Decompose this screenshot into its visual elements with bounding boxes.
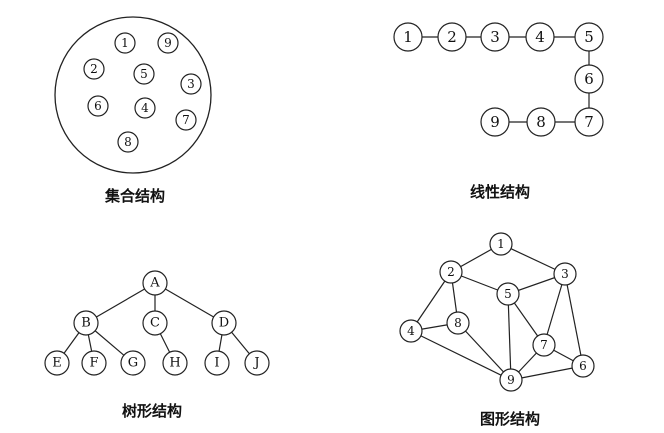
graph-edge-2-4 [410, 271, 452, 332]
set-node-6 [87, 95, 109, 117]
graph-node-label-5: 5 [504, 287, 512, 301]
tree-node-a [142, 270, 168, 296]
graph-node-label-9: 9 [507, 373, 515, 387]
graph-node-label-3: 3 [561, 267, 569, 281]
graph-node-8 [446, 311, 470, 335]
set-node-5 [133, 63, 155, 85]
graph-node-label-1: 1 [497, 237, 505, 251]
tree-structure-caption: 树形结构 [122, 402, 182, 420]
tree-node-h [162, 350, 188, 376]
linear-node-4 [525, 22, 555, 52]
graph-edge-6-9 [510, 365, 584, 381]
graph-node-2 [439, 260, 463, 284]
set-node-8 [117, 131, 139, 153]
linear-node-label-4: 4 [535, 28, 545, 46]
tree-node-i [204, 350, 230, 376]
set-structure-caption: 集合结构 [104, 187, 165, 205]
tree-structure-panel: A B C D E F G H I J 树形结构 [44, 270, 270, 420]
graph-node-label-2: 2 [447, 265, 455, 279]
linear-node-7 [574, 107, 604, 137]
linear-node-label-9: 9 [490, 113, 500, 131]
set-node-label-1: 1 [121, 36, 129, 50]
graph-edge-1-3 [500, 243, 566, 275]
set-node-label-7: 7 [182, 113, 190, 127]
set-node-label-2: 2 [90, 62, 98, 76]
set-node-9 [157, 32, 179, 54]
graph-structure-caption: 图形结构 [480, 410, 540, 428]
linear-node-1 [393, 22, 423, 52]
graph-node-7 [532, 333, 556, 357]
tree-node-g [120, 350, 146, 376]
graph-node-3 [553, 262, 577, 286]
tree-node-label-d: D [219, 316, 229, 331]
tree-node-label-g: G [128, 356, 138, 371]
set-structure-panel: 1 9 2 5 3 6 4 7 8 集合结构 [54, 16, 212, 205]
tree-node-label-h: H [169, 356, 180, 371]
linear-node-label-1: 1 [403, 28, 413, 46]
linear-node-label-6: 6 [584, 70, 594, 88]
set-node-label-5: 5 [140, 67, 148, 81]
graph-node-1 [489, 232, 513, 256]
graph-edge-8-9 [457, 322, 512, 381]
set-node-3 [180, 73, 202, 95]
tree-node-label-e: E [52, 356, 62, 371]
tree-node-label-a: A [149, 276, 160, 291]
graph-edges [410, 243, 584, 381]
tree-node-label-c: C [150, 316, 160, 331]
linear-node-8 [526, 107, 556, 137]
tree-node-e [44, 350, 70, 376]
tree-node-label-f: F [89, 356, 98, 371]
tree-node-j [244, 350, 270, 376]
linear-node-label-8: 8 [536, 113, 546, 131]
linear-node-label-2: 2 [447, 28, 457, 46]
tree-node-label-b: B [81, 316, 91, 331]
set-node-label-3: 3 [187, 77, 195, 91]
set-node-label-6: 6 [94, 99, 102, 113]
graph-structure-panel: 1 2 3 4 5 6 7 8 9 图形结构 [399, 232, 595, 428]
set-node-1 [114, 32, 136, 54]
linear-structure-caption: 线性结构 [470, 183, 530, 201]
linear-node-5 [574, 22, 604, 52]
linear-node-2 [437, 22, 467, 52]
tree-node-b [73, 310, 99, 336]
tree-edge-a-b [85, 282, 156, 324]
set-node-2 [83, 58, 105, 80]
graph-nodes: 1 2 3 4 5 6 7 8 9 [399, 232, 595, 392]
graph-edge-5-9 [507, 293, 512, 381]
graph-node-label-8: 8 [454, 316, 462, 330]
linear-node-label-5: 5 [584, 28, 594, 46]
graph-node-5 [496, 282, 520, 306]
linear-node-3 [480, 22, 510, 52]
linear-node-9 [480, 107, 510, 137]
linear-node-label-7: 7 [584, 113, 594, 131]
set-node-label-8: 8 [124, 135, 132, 149]
graph-edge-3-6 [564, 273, 584, 367]
tree-node-label-i: I [214, 356, 219, 371]
tree-node-f [81, 350, 107, 376]
linear-node-6 [574, 64, 604, 94]
tree-node-d [211, 310, 237, 336]
set-node-7 [175, 109, 197, 131]
linear-node-label-3: 3 [490, 28, 500, 46]
set-nodes: 1 9 2 5 3 6 4 7 8 [83, 32, 202, 153]
graph-node-4 [399, 319, 423, 343]
set-boundary [54, 16, 212, 174]
set-node-4 [134, 97, 156, 119]
linear-structure-panel: 1 2 3 4 5 6 7 8 9 线性结构 [393, 22, 604, 201]
graph-edge-4-9 [410, 330, 512, 381]
linear-nodes: 1 2 3 4 5 6 7 8 9 [393, 22, 604, 137]
tree-node-c [142, 310, 168, 336]
tree-edge-a-d [154, 282, 225, 324]
tree-nodes: A B C D E F G H I J [44, 270, 270, 376]
graph-node-9 [499, 368, 523, 392]
tree-node-label-j: J [252, 356, 259, 371]
graph-node-label-6: 6 [579, 359, 587, 373]
graph-node-6 [571, 354, 595, 378]
set-node-label-9: 9 [164, 36, 172, 50]
graph-node-label-4: 4 [407, 324, 415, 338]
set-node-label-4: 4 [141, 101, 149, 115]
graph-edge-3-7 [543, 273, 566, 346]
graph-node-label-7: 7 [540, 338, 548, 352]
